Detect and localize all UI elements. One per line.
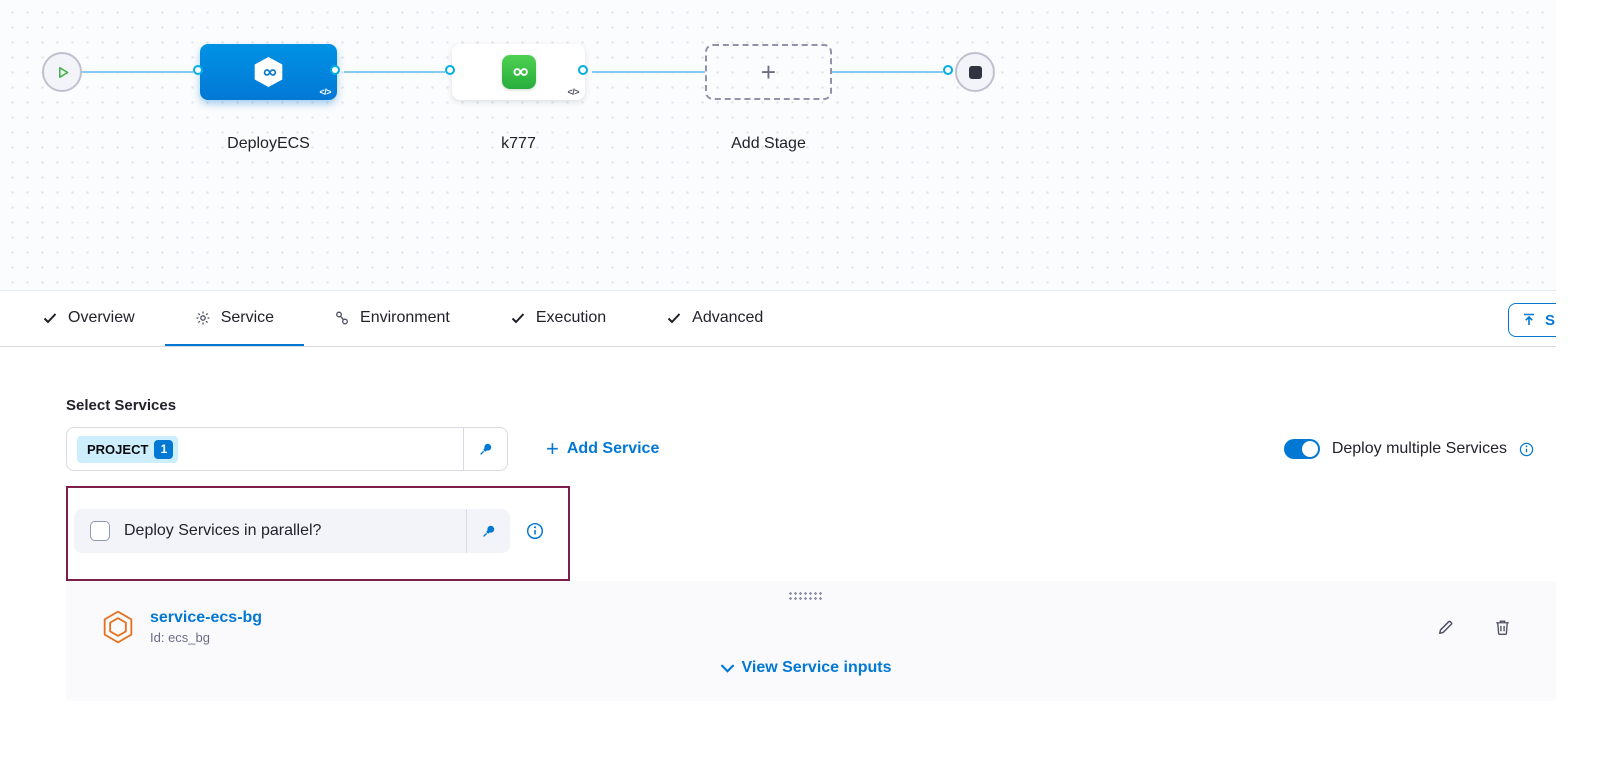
deploy-multiple-toggle-group: Deploy multiple Services [1283, 439, 1534, 459]
stage-node-deployecs[interactable]: </> [200, 44, 337, 100]
pipeline-studio: </> </> + DeployECS k777 Add Stage Overv… [0, 0, 1556, 701]
tab-environment[interactable]: Environment [304, 291, 480, 346]
service-tab-panel: Select Services PROJECT 1 + Add Service [0, 397, 1556, 701]
connector-dot [444, 64, 455, 75]
select-services-label: Select Services [66, 397, 177, 414]
stage-node-k777[interactable]: </> [452, 44, 585, 100]
stage-label-deployecs: DeployECS [227, 135, 310, 152]
stage-tabbar: Overview Service Environment Execution A… [0, 290, 1556, 347]
service-id: Id: ecs_bg [150, 630, 210, 645]
pipeline-edge [62, 71, 193, 73]
selected-services: PROJECT 1 [67, 435, 463, 463]
tab-label: Overview [68, 308, 135, 326]
connector-dot [942, 64, 953, 75]
stage-code-badge[interactable]: </> [319, 87, 331, 97]
stage-label-add-stage: Add Stage [731, 135, 806, 152]
add-stage-button[interactable]: + [705, 44, 832, 100]
project-chip-count: 1 [154, 439, 174, 459]
pin-toggle-services[interactable] [463, 428, 507, 470]
chevron-down-icon [720, 664, 734, 673]
deploy-multiple-label: Deploy multiple Services [1331, 440, 1507, 457]
save-button-label: S [1545, 311, 1556, 329]
service-select-row: PROJECT 1 + Add Service Deploy multiple … [66, 427, 1556, 471]
switch-knob [1301, 441, 1318, 457]
connector-dot [577, 64, 588, 75]
save-button[interactable]: S [1508, 303, 1556, 337]
service-card: service-ecs-bg Id: ecs_bg View Service i… [66, 581, 1556, 701]
service-name-link[interactable]: service-ecs-bg [150, 609, 263, 626]
environment-icon [334, 310, 350, 326]
pipeline-start-node [42, 52, 82, 92]
tab-label: Service [220, 308, 275, 326]
service-info: service-ecs-bg Id: ecs_bg [150, 609, 262, 645]
check-icon [42, 310, 58, 326]
plus-icon: + [546, 436, 559, 461]
harness-deploy-icon [254, 57, 283, 87]
upload-icon [1521, 312, 1537, 328]
services-multiselect[interactable]: PROJECT 1 [66, 427, 508, 471]
view-service-inputs-link[interactable]: View Service inputs [100, 659, 1512, 677]
pipeline-canvas[interactable]: </> </> + DeployECS k777 Add Stage [0, 0, 1556, 290]
view-service-inputs-label: View Service inputs [741, 659, 892, 676]
pipeline-edge [832, 71, 943, 73]
pipeline-end-node [955, 52, 995, 92]
parallel-checkbox[interactable] [90, 521, 110, 541]
connector-dot [192, 64, 203, 75]
info-icon[interactable] [526, 522, 544, 540]
tab-label: Environment [360, 308, 450, 326]
info-icon[interactable] [1519, 442, 1534, 457]
pipeline-edge [592, 71, 705, 73]
connector-dot [329, 64, 340, 75]
parallel-checkbox-label: Deploy Services in parallel? [124, 522, 322, 539]
stage-code-badge[interactable]: </> [567, 87, 579, 97]
gear-icon [195, 310, 211, 326]
play-icon [58, 66, 68, 78]
tab-execution[interactable]: Execution [480, 291, 636, 346]
pin-icon [480, 443, 492, 455]
check-icon [510, 310, 526, 326]
service-card-row: service-ecs-bg Id: ecs_bg [100, 609, 1512, 645]
tab-advanced[interactable]: Advanced [636, 291, 793, 346]
add-service-label: Add Service [566, 440, 660, 457]
parallel-checkbox-field: Deploy Services in parallel? [74, 509, 510, 553]
project-chip[interactable]: PROJECT 1 [77, 435, 179, 463]
tab-overview[interactable]: Overview [12, 291, 165, 346]
parallel-option-highlight: Deploy Services in parallel? [66, 486, 570, 581]
service-hexagon-icon [103, 610, 133, 644]
stop-icon [968, 65, 982, 79]
deploy-multiple-switch[interactable] [1283, 439, 1320, 459]
tab-service[interactable]: Service [164, 291, 305, 346]
drag-handle-icon[interactable] [788, 591, 824, 601]
parallel-option-row: Deploy Services in parallel? [74, 509, 568, 553]
pin-icon [483, 525, 495, 537]
pin-toggle-parallel[interactable] [466, 509, 510, 553]
project-chip-label: PROJECT [87, 441, 149, 457]
delete-icon[interactable] [1493, 618, 1512, 637]
pipeline-edge [344, 71, 445, 73]
harness-stage-icon [501, 55, 536, 89]
add-service-button[interactable]: + Add Service [546, 438, 659, 460]
tab-label: Advanced [692, 308, 764, 326]
plus-icon: + [760, 57, 777, 87]
stage-label-k777: k777 [501, 135, 536, 152]
service-card-actions [1436, 618, 1512, 637]
check-icon [666, 310, 682, 326]
edit-icon[interactable] [1436, 618, 1455, 637]
tab-label: Execution [535, 308, 607, 326]
